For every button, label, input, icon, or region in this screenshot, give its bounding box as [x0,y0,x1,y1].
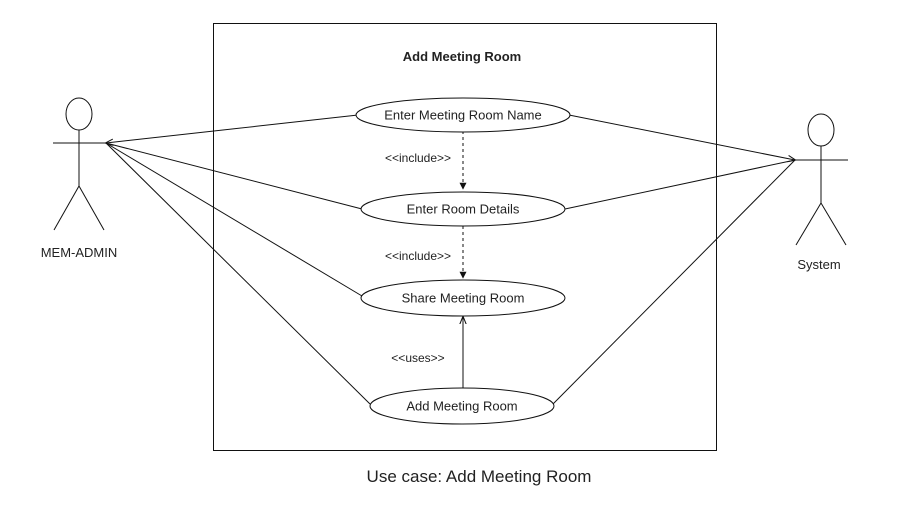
actor-right-leg [78,185,105,231]
actor-system[interactable]: System [795,113,848,272]
actor-mem-admin[interactable]: MEM-ADMIN [41,97,118,260]
system-boundary [213,23,717,451]
actor-left-leg [53,185,80,231]
system-title: Add Meeting Room [403,49,521,64]
usecase-add-meeting-room[interactable]: Add Meeting Room [369,387,555,425]
association-system-enter-details [564,159,796,210]
figure-caption: Use case: Add Meeting Room [367,467,592,486]
association-admin-enter-name [106,114,359,143]
association-admin-add [105,142,371,405]
actor-name: MEM-ADMIN [41,245,118,260]
usecase-label: Enter Room Details [407,202,520,217]
actor-right-leg [820,202,847,246]
association-system-add [552,159,796,405]
usecase-enter-room-details[interactable]: Enter Room Details [360,191,566,227]
actor-head [807,113,835,147]
actor-head [65,97,93,131]
uses-label: <<uses>> [391,351,444,365]
usecase-label: Enter Meeting Room Name [384,108,542,123]
actor-left-leg [795,202,822,246]
usecase-label: Add Meeting Room [406,399,517,414]
association-admin-share [105,142,363,297]
include-label-2: <<include>> [385,249,451,263]
usecase-label: Share Meeting Room [402,291,525,306]
association-admin-enter-details [105,142,363,210]
association-system-enter-name [568,114,795,160]
usecase-share-meeting-room[interactable]: Share Meeting Room [360,279,566,317]
usecase-enter-meeting-room-name[interactable]: Enter Meeting Room Name [355,97,571,133]
include-label-1: <<include>> [385,151,451,165]
actor-name: System [797,257,840,272]
